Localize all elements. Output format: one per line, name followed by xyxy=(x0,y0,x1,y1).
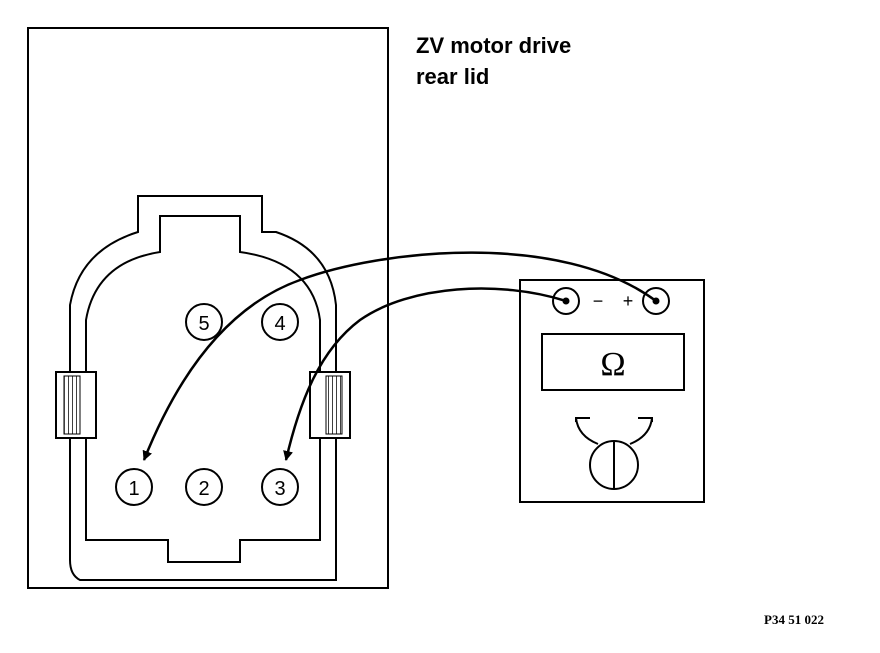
right-latch xyxy=(309,371,351,439)
pin-2-label: 2 xyxy=(198,478,209,500)
test-lead-negative-to-pin-3 xyxy=(283,287,567,461)
pin-5: 5 xyxy=(185,303,223,341)
connector-inner xyxy=(85,215,321,563)
meter-display xyxy=(541,333,685,391)
test-lead-positive-to-pin-1 xyxy=(142,251,657,461)
meter-dial xyxy=(575,417,653,490)
pin-3-label: 3 xyxy=(274,478,285,500)
pin-1-label: 1 xyxy=(128,478,139,500)
motor-housing xyxy=(27,27,389,589)
pin-1: 1 xyxy=(115,468,153,506)
left-latch xyxy=(55,371,97,439)
title-line-2: rear lid xyxy=(416,64,490,89)
pin-4-label: 4 xyxy=(274,313,285,335)
plus-label: + xyxy=(623,291,634,311)
minus-label: − xyxy=(593,291,604,311)
connector-outer xyxy=(55,195,351,581)
pin-4: 4 xyxy=(261,303,299,341)
ohm-symbol: Ω xyxy=(600,346,625,383)
title-line-1: ZV motor drive xyxy=(416,33,572,58)
pin-2: 2 xyxy=(185,468,223,506)
diagram-title: ZV motor drive rear lid xyxy=(416,30,571,92)
pin-3: 3 xyxy=(261,468,299,506)
figure-reference: P34 51 022 xyxy=(764,612,824,627)
pin-5-label: 5 xyxy=(198,313,209,335)
